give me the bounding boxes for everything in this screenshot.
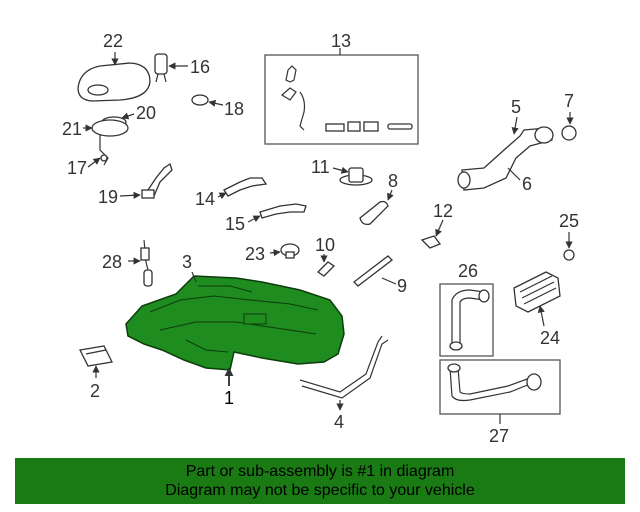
leader-6 xyxy=(507,167,521,181)
footer-line-1: Part or sub-assembly is #1 in diagram xyxy=(185,463,455,480)
part-14-hose[interactable] xyxy=(223,177,268,197)
part-25-fitting[interactable] xyxy=(563,249,575,261)
leader-18 xyxy=(208,99,224,107)
leader-15 xyxy=(247,215,261,223)
label-12: 12 xyxy=(433,201,453,221)
leader-12 xyxy=(435,219,444,237)
label-6: 6 xyxy=(522,174,532,194)
leader-14 xyxy=(217,192,227,200)
label-26: 26 xyxy=(458,261,478,281)
part-27-box[interactable] xyxy=(439,359,561,415)
label-25: 25 xyxy=(559,211,579,231)
part-8-tube[interactable] xyxy=(359,200,389,226)
part-18-gasket[interactable] xyxy=(191,94,209,106)
leader-17 xyxy=(87,157,101,168)
label-4: 4 xyxy=(334,412,344,432)
label-22: 22 xyxy=(103,31,123,51)
fuel-tank-body[interactable] xyxy=(125,275,345,371)
part-21-sender[interactable] xyxy=(91,119,129,166)
part-23-cap[interactable] xyxy=(280,243,300,259)
leader-9 xyxy=(381,277,397,285)
part-22-cover[interactable] xyxy=(77,62,151,102)
part-10-plug[interactable] xyxy=(316,261,336,277)
label-17: 17 xyxy=(67,158,87,178)
label-7: 7 xyxy=(564,91,574,111)
part-5-6-filler-neck[interactable] xyxy=(457,126,554,191)
label-14: 14 xyxy=(195,189,215,209)
label-3: 3 xyxy=(182,252,192,272)
part-26-box[interactable] xyxy=(439,283,494,357)
part-9-rod[interactable] xyxy=(353,255,393,287)
leader-19 xyxy=(119,191,141,199)
part-13-box[interactable] xyxy=(264,54,419,145)
leader-11 xyxy=(332,166,349,174)
label-13: 13 xyxy=(331,31,351,51)
leader-5 xyxy=(511,116,519,135)
label-19: 19 xyxy=(98,187,118,207)
label-9: 9 xyxy=(397,276,407,296)
part-19-bracket[interactable] xyxy=(141,162,173,199)
label-10: 10 xyxy=(315,235,335,255)
label-24: 24 xyxy=(540,328,560,348)
label-15: 15 xyxy=(225,214,245,234)
label-23: 23 xyxy=(245,244,265,264)
label-21: 21 xyxy=(62,119,82,139)
leader-20 xyxy=(121,112,135,120)
part-28-sensor[interactable] xyxy=(140,239,153,287)
part-1-fuel-tank[interactable] xyxy=(125,275,345,371)
part-7-cap[interactable] xyxy=(561,125,577,141)
label-1: 1 xyxy=(224,388,234,408)
label-5: 5 xyxy=(511,97,521,117)
part-2-heat-shield[interactable] xyxy=(79,345,113,367)
label-8: 8 xyxy=(388,171,398,191)
label-27: 27 xyxy=(489,426,509,446)
part-4-strap[interactable] xyxy=(299,335,389,399)
footer-line-2: Diagram may not be specific to your vehi… xyxy=(165,482,475,499)
leader-8 xyxy=(387,189,394,201)
label-18: 18 xyxy=(224,99,244,119)
label-2: 2 xyxy=(90,381,100,401)
part-24-canister[interactable] xyxy=(513,271,561,313)
part-15-hose[interactable] xyxy=(259,203,307,219)
part-16-pump[interactable] xyxy=(154,53,168,83)
footer-banner: Part or sub-assembly is #1 in diagram Di… xyxy=(15,458,625,504)
leader-24 xyxy=(537,305,545,327)
label-11: 11 xyxy=(311,157,330,177)
label-16: 16 xyxy=(190,57,210,77)
leader-23 xyxy=(269,249,281,257)
label-20: 20 xyxy=(136,103,156,123)
part-12-clip[interactable] xyxy=(420,235,442,249)
leader-3 xyxy=(191,271,197,283)
part-11-valve[interactable] xyxy=(339,167,373,186)
label-28: 28 xyxy=(102,252,122,272)
